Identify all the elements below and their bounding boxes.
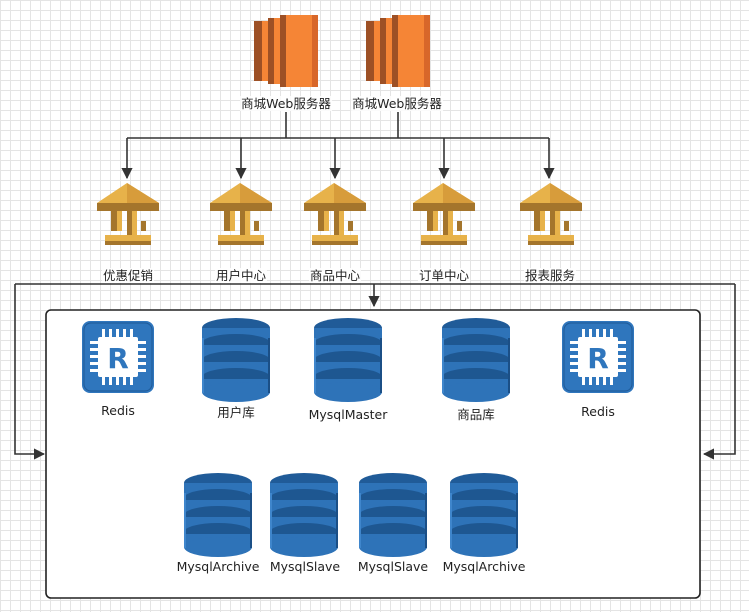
service-4-label: 订单中心: [417, 268, 471, 283]
mysql-archive-2-label: MysqlArchive: [441, 559, 527, 574]
mysql-master-label: MysqlMaster: [307, 407, 389, 422]
service-1-icon: [97, 183, 159, 245]
redis-right-icon: [561, 320, 635, 394]
mysql-slave-2-icon: [359, 473, 427, 557]
redis-right-label: Redis: [580, 404, 616, 419]
mysql-archive-1-icon: [184, 473, 252, 557]
web-server-2-icon: [366, 15, 430, 87]
service-5-icon: [520, 183, 582, 245]
arrow-right-into-box: [702, 284, 736, 460]
service-2-icon: [210, 183, 272, 245]
service-3-icon: [304, 183, 366, 245]
web-server-1-icon: [254, 15, 318, 87]
user-db-label: 用户库: [216, 405, 256, 420]
web-server-1-label: 商城Web服务器: [240, 96, 332, 111]
service-4-icon: [413, 183, 475, 245]
service-5-label: 报表服务: [523, 268, 577, 283]
service-2-label: 用户中心: [214, 268, 268, 283]
web-server-2-label: 商城Web服务器: [351, 96, 443, 111]
mysql-archive-1-label: MysqlArchive: [175, 559, 261, 574]
redis-left-label: Redis: [100, 403, 136, 418]
mysql-archive-2-icon: [450, 473, 518, 557]
service-3-label: 商品中心: [308, 268, 362, 283]
user-db-icon: [202, 318, 270, 402]
mysql-master-icon: [314, 318, 382, 402]
mysql-slave-1-label: MysqlSlave: [268, 559, 342, 574]
redis-left-icon: [81, 320, 155, 394]
arrow-left-into-box: [14, 284, 46, 460]
product-db-icon: [442, 318, 510, 402]
product-db-label: 商品库: [456, 407, 496, 422]
mysql-slave-1-icon: [270, 473, 338, 557]
mysql-slave-2-label: MysqlSlave: [356, 559, 430, 574]
service-1-label: 优惠促销: [101, 268, 155, 283]
